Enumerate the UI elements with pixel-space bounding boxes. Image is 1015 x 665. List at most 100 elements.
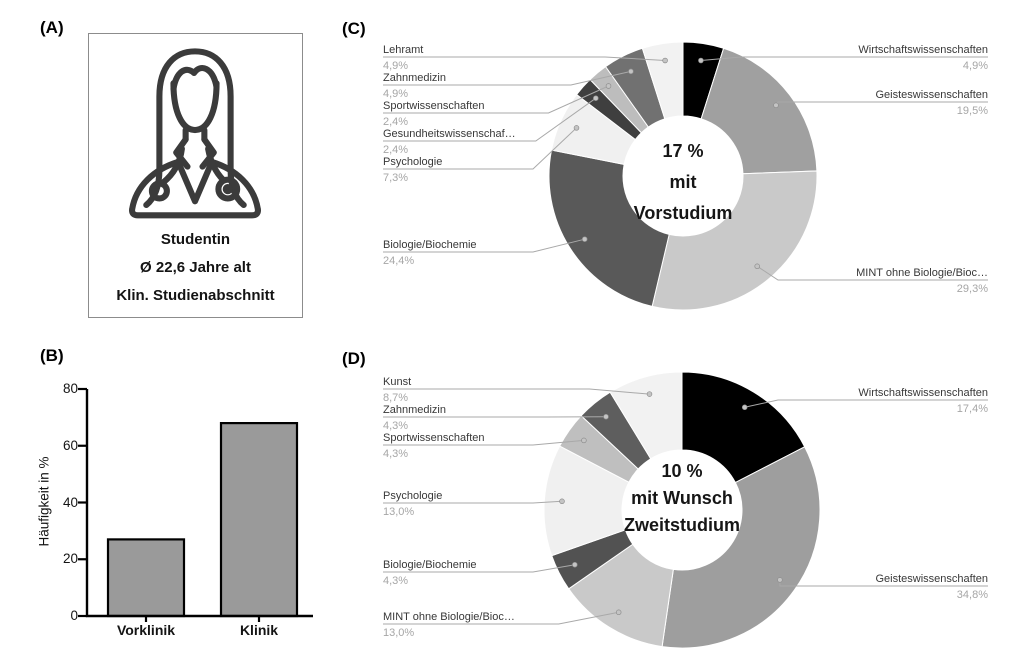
donut-c-label-geisteswissenschaften: Geisteswissenschaften 19,5% [876,89,989,118]
donut-c-leader-mint-ohne-biologie-bioc [756,265,988,281]
donut-d-center-line3: Zweitstudium [624,515,740,535]
donut-d-label-geisteswissenschaften: Geisteswissenschaften 34,8% [876,573,989,602]
segment-percentage: 24,4% [383,255,415,267]
segment-name: Gesundheitswissenschaf… [383,128,516,140]
segment-percentage: 4,9% [962,60,988,72]
donut-c-dot-lehramt [662,57,668,64]
segment-name: MINT ohne Biologie/Bioc… [383,611,515,623]
donut-c-leader-psychologie [383,127,577,170]
donut-c-center-line3: Vorstudium [633,203,733,223]
donut-c-segment-biologie-biochemie [548,149,670,308]
panel-a-tag: (A) [40,18,64,37]
donut-c-dot-mint-ohne-biologie-bioc [754,263,760,270]
donut-c-leader-sportwissenschaften [383,85,609,114]
donut-c-leader-wirtschaftswissenschaften [700,56,988,61]
donut-d-leader-kunst [383,388,650,395]
donut-d-dot-kunst [646,391,653,397]
segment-percentage: 29,3% [956,283,988,295]
donut-c-dot-geisteswissenschaften [773,102,779,109]
y-tick-label: 80 [62,381,78,396]
donut-c-segment-lehramt [641,41,684,120]
donut-c-leader-biologie-biochemie [383,238,585,253]
donut-d-center-line2: mit Wunsch [631,488,733,508]
donut-d-leader-sportwissenschaften [383,439,584,446]
segment-name: Zahnmedizin [383,72,446,84]
y-tick-label: 0 [70,608,78,623]
segment-percentage: 8,7% [383,392,409,404]
donut-d-leader-mint-ohne-biologie-bioc [383,611,619,625]
donut-c-label-mint-ohne-biologie-bioc: MINT ohne Biologie/Bioc… 29,3% [856,267,988,296]
donut-d-leader-psychologie [383,500,563,504]
donut-c-leader-lehramt [383,56,666,61]
segment-name: Geisteswissenschaften [875,573,989,585]
donut-d-leader-wirtschaftswissenschaften [744,399,988,408]
donut-d-segment-kunst [609,371,683,460]
panel-c-tag: (C) [342,19,366,38]
donut-c-label-wirtschaftswissenschaften: Wirtschaftswissenschaften 4,9% [858,44,988,73]
segment-percentage: 7,3% [383,172,409,184]
panel-b-tag: (B) [40,346,64,365]
segment-percentage: 13,0% [383,627,415,639]
donut-d-segment-geisteswissenschaften [661,446,821,649]
segment-percentage: 13,0% [383,506,415,518]
segment-name: MINT ohne Biologie/Bioc… [856,267,988,279]
profile-line-age: Ø 22,6 Jahre alt [140,259,251,276]
donut-d-center-text: 10 % mit Wunsch Zweitstudium [572,458,792,539]
donut-c-segment-geisteswissenschaften [700,47,818,175]
segment-name: Zahnmedizin [383,404,446,416]
donut-d-dot-psychologie [559,498,565,505]
bar-klinik [219,422,299,618]
donut-d-dot-sportwissenschaften [581,437,587,444]
donut-c-dot-zahnmedizin [628,68,634,75]
bar-vorklinik [106,538,186,618]
segment-name: Wirtschaftswissenschaften [858,44,988,56]
segment-percentage: 4,9% [383,60,409,72]
segment-percentage: 4,3% [383,448,409,460]
donut-d-segment-wirtschaftswissenschaften [681,371,806,484]
donut-d-dot-biologie-biochemie [572,561,578,568]
donut-c-dot-psychologie [573,125,580,131]
donut-c-label-gesundheitswissenschaf: Gesundheitswissenschaf…2,4% [383,128,516,157]
segment-percentage: 4,3% [383,420,409,432]
donut-c-leader-zahnmedizin [383,70,632,86]
donut-c-label-sportwissenschaften: Sportwissenschaften 2,4% [383,100,485,129]
donut-c-dot-gesundheitswissenschaf [593,95,599,101]
donut-d-dot-geisteswissenschaften [777,577,783,583]
donut-c-label-lehramt: Lehramt 4,9% [383,44,423,73]
segment-name: Geisteswissenschaften [875,89,989,101]
y-tick-label: 40 [62,494,78,510]
segment-percentage: 17,4% [956,403,988,415]
donut-c-label-biologie-biochemie: Biologie/Biochemie 24,4% [383,239,477,268]
segment-name: Lehramt [383,44,424,56]
panel-d-tag: (D) [342,349,366,368]
donut-c-segment-mint-ohne-biologie-bioc [651,170,818,311]
segment-percentage: 34,8% [956,589,988,601]
segment-percentage: 2,4% [383,116,409,128]
segment-name: Biologie/Biochemie [383,239,477,251]
donut-d-label-mint-ohne-biologie-bioc: MINT ohne Biologie/Bioc… 13,0% [383,611,515,640]
donut-d-leader-biologie-biochemie [383,564,575,573]
bar-category-label-klinik: Klinik [239,622,279,638]
student-profile-text: Studentin Ø 22,6 Jahre alt Klin. Studien… [89,226,302,310]
segment-percentage: 19,5% [956,105,988,117]
donut-c-dot-sportwissenschaften [605,83,612,89]
segment-name: Sportwissenschaften [383,432,485,444]
donut-d-label-psychologie: Psychologie 13,0% [383,490,442,519]
profile-line-role: Studentin [160,231,231,248]
donut-c-dot-wirtschaftswissenschaften [698,57,704,64]
donut-c-dot-biologie-biochemie [581,236,588,242]
donut-d-dot-mint-ohne-biologie-bioc [615,609,622,616]
donut-d-label-sportwissenschaften: Sportwissenschaften 4,3% [383,432,485,461]
segment-name: Psychologie [383,490,443,502]
female-medical-student-icon [129,48,261,219]
profile-line-stage: Klin. Studienabschnitt [116,287,275,304]
segment-name: Sportwissenschaften [383,100,485,112]
donut-c-center-line1: 17 % [662,141,704,161]
segment-percentage: 4,3% [383,575,409,587]
donut-d-dot-zahnmedizin [603,413,609,420]
segment-name: Wirtschaftswissenschaften [858,387,988,399]
